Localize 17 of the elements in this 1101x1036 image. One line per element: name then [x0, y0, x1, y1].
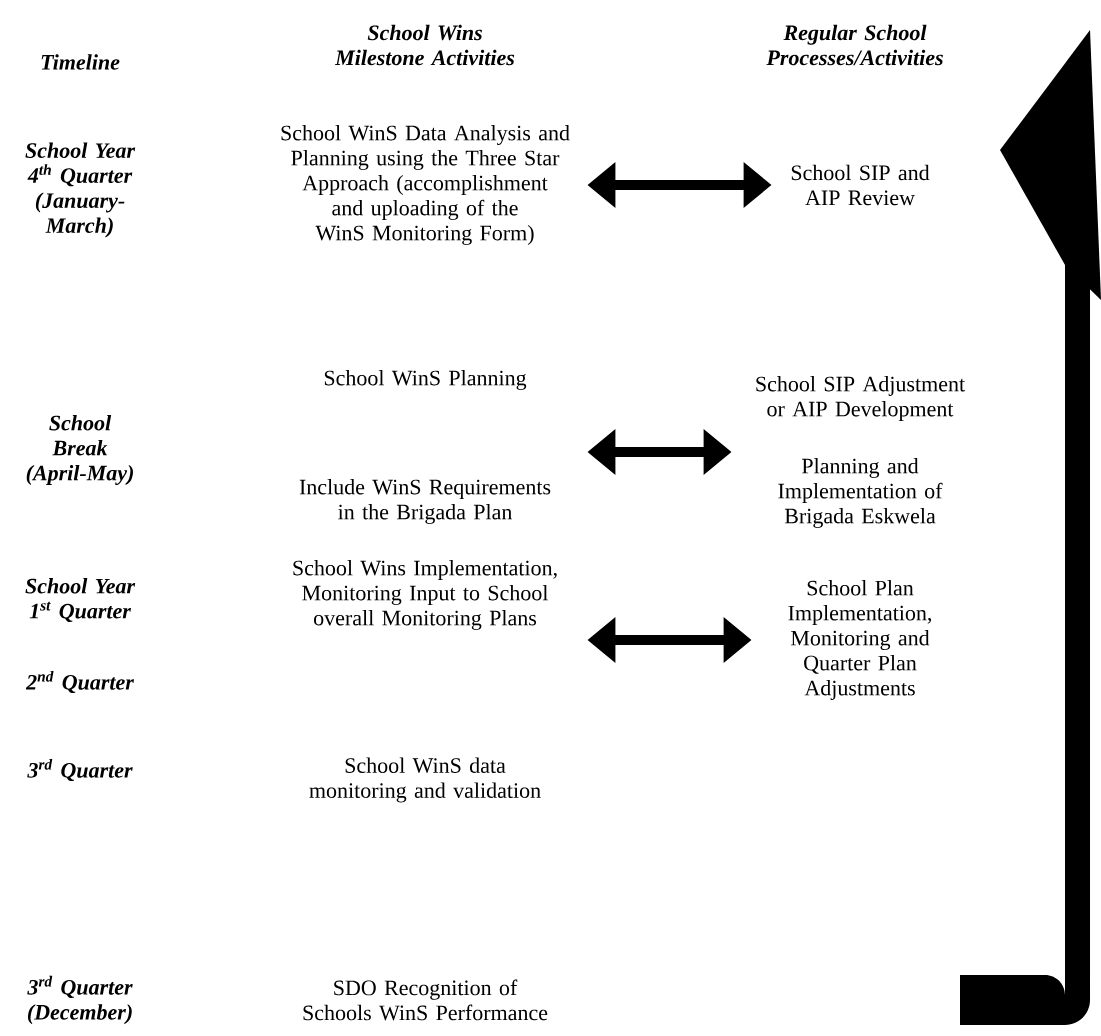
timeline-label: School Year 1$^{st}$ Quarter [25, 578, 136, 622]
activity-text: School Wins Implementation, Monitoring Input to School overall Monitoring Plans [293, 560, 557, 630]
timeline-label: 2$^{nd}$ Quarter [25, 670, 134, 694]
column-header: School Wins Milestone Activities [334, 24, 515, 66]
process-text: School SIP and AIP Review [791, 164, 930, 206]
activity-text: School WinS data monitoring and validation [309, 757, 541, 803]
timeline-label: 3$^{rd}$ Quarter (December) [27, 975, 133, 1025]
activity-text: School WinS Planning Include WinS Requirements in the Brigada Plan [299, 370, 551, 524]
activity-text: SDO Recognition of Schools WinS Performance [303, 979, 548, 1021]
timeline-label: School Break (April-May) [26, 415, 133, 485]
process-text: School Plan Implementation, Monitoring and Quarter Plan Adjustments [788, 580, 932, 700]
process-text: School SIP Adjustment or AIP Development Planning and Implementation of Brigada Eskwela [756, 376, 965, 528]
timeline-label: School Year 4$^{th}$ Quarter (January-March) [25, 142, 136, 238]
column-header: Regular School Processes/Activities [766, 24, 943, 66]
activity-text: School WinS Data Analysis and Planning using the Three Star Approach (accomplishment and uploading of the WinS Monitoring Form) [281, 125, 570, 245]
timeline-label: 3$^{rd}$ Quarter [27, 758, 133, 782]
column-header: Timeline [41, 54, 120, 70]
